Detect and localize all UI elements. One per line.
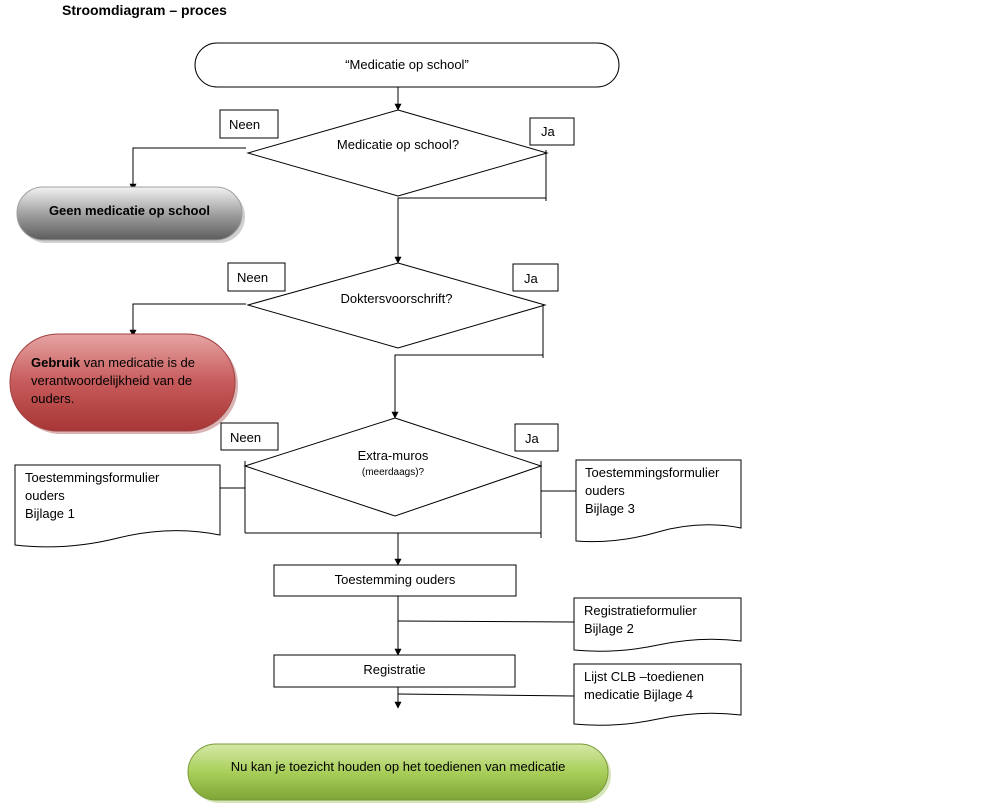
step1-label: Toestemming ouders <box>334 572 456 587</box>
decision1-no-label: Neen <box>229 117 261 132</box>
end2-label: Gebruik van medicatie is de verantwoorde… <box>31 354 221 408</box>
doc1-label: Toestemmingsformulier ouders Bijlage 1 <box>25 470 160 521</box>
decision1-diamond <box>246 109 549 197</box>
doc1-shape <box>14 464 221 548</box>
page-title: Stroomdiagram – proces <box>62 2 227 18</box>
decision2-diamond <box>246 262 547 349</box>
step1-box <box>273 564 517 597</box>
step2-box <box>273 654 516 688</box>
decision3-question: Extra-muros <box>357 448 429 463</box>
decision3-sub: (meerdaags)? <box>361 467 425 478</box>
decision2-no-label: Neen <box>237 270 269 285</box>
end1-label: Geen medicatie op school <box>48 203 211 218</box>
decision2-yes-label: Ja <box>524 271 538 286</box>
decision3-yes-box <box>514 423 559 452</box>
step2-label: Registratie <box>363 662 426 677</box>
decision2-yes-box <box>512 263 559 292</box>
decision1-yes-label: Ja <box>541 124 555 139</box>
doc4-label: Lijst CLB –toedienen medicatie Bijlage 4 <box>584 669 704 702</box>
connector-to-doc4 <box>397 693 575 697</box>
decision1-yes-box <box>529 117 575 146</box>
doc3-label: Toestemmingsformulier ouders Bijlage 3 <box>585 465 720 516</box>
end2-label-bold: Gebruik <box>31 355 81 370</box>
end2-terminator <box>9 333 236 432</box>
doc2-label: Registratieformulier Bijlage 2 <box>584 603 697 636</box>
start-terminator <box>194 42 620 88</box>
end2-label-rest: van medicatie is de verantwoordelijkheid… <box>31 355 196 406</box>
end1-terminator <box>16 186 243 241</box>
decision3-yes-label: Ja <box>525 431 539 446</box>
connector-decision1-no <box>129 147 246 191</box>
final-terminator <box>187 743 609 801</box>
decision2-no-box <box>227 262 286 292</box>
decision1-question: Medicatie op school? <box>336 137 460 152</box>
decision3-no-label: Neen <box>230 430 262 445</box>
decision2-question: Doktersvoorschrift? <box>340 291 453 306</box>
decision3-no-box <box>220 422 279 451</box>
doc3-shape <box>575 459 742 543</box>
connector-decision2-down <box>391 354 543 419</box>
final-label: Nu kan je toezicht houden op het toedien… <box>230 759 566 774</box>
doc2-shape <box>573 597 742 652</box>
decision3-diamond <box>243 417 543 517</box>
connector-decision2-no <box>129 303 246 337</box>
doc4-shape <box>573 663 742 726</box>
connector-decision1-down <box>394 197 546 264</box>
connector-to-doc2 <box>397 620 575 623</box>
start-label: “Medicatie op school” <box>345 57 469 72</box>
decision1-no-box <box>219 109 279 139</box>
